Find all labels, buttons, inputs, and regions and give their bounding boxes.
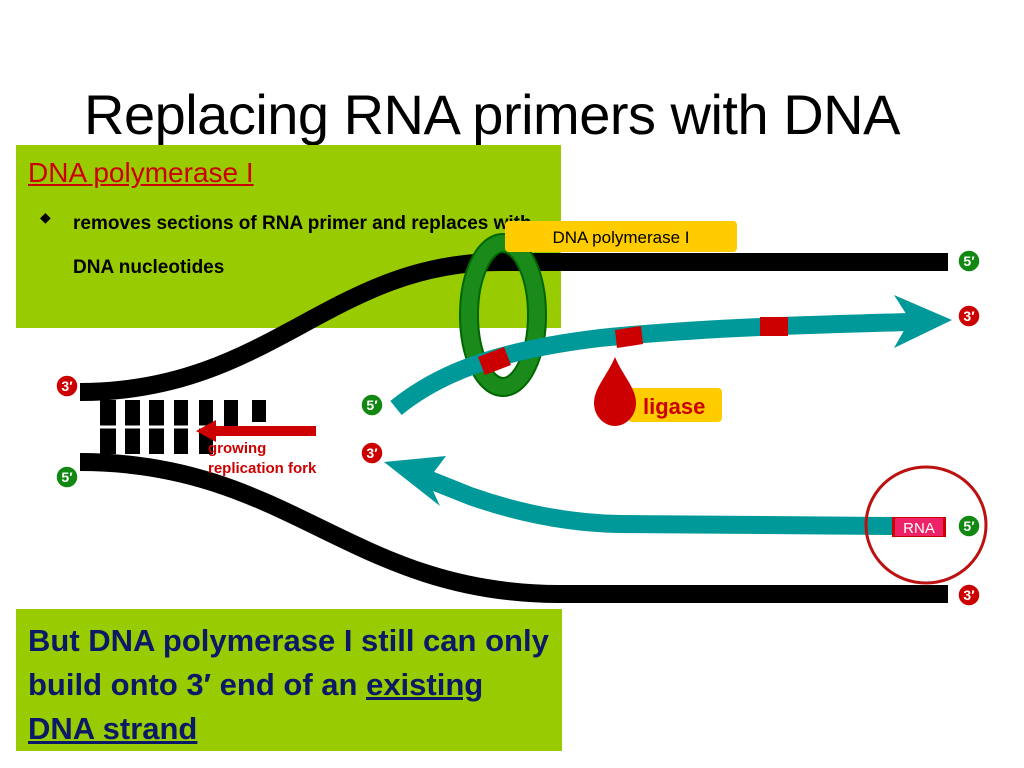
slide-title: Replacing RNA primers with DNA — [84, 83, 900, 146]
conclusion-text-underlined: existing DNA strand — [28, 667, 484, 746]
leading-new-strand — [390, 313, 911, 415]
end-label-left-top: 3′ — [61, 378, 73, 394]
ligase-label: ligase — [643, 394, 705, 419]
polymerase-bullet-text: removes sections of RNA primer and repla… — [73, 213, 532, 278]
rna-label: RNA — [903, 520, 935, 537]
end-label-bottom-strand-right: 3′ — [963, 587, 975, 603]
parental-top-strand — [79, 253, 948, 401]
rna-highlight-circle — [864, 465, 988, 585]
end-badge-leading-left — [360, 393, 384, 417]
end-badge-top-strand-right — [957, 249, 981, 273]
end-label-lagging-left: 3′ — [366, 445, 378, 461]
end-label-leading-left: 5′ — [366, 397, 378, 413]
end-badge-left-top — [55, 374, 79, 398]
primer-segments — [478, 317, 788, 375]
end-badge-leading-right — [957, 304, 981, 328]
polymerase-info-box: DNA polymerase I ◆ removes sections of R… — [16, 145, 561, 328]
end-label-lagging-right: 5′ — [963, 518, 975, 534]
end-badge-left-bottom — [55, 465, 79, 489]
end-label-top-strand-right: 5′ — [963, 253, 975, 269]
lagging-new-strand — [416, 467, 896, 535]
leading-strand-arrowhead — [894, 295, 952, 348]
fork-label-line1: growing — [208, 440, 266, 457]
diamond-bullet-icon: ◆ — [40, 209, 51, 225]
end-badge-lagging-left — [360, 441, 384, 465]
lagging-strand-arrowhead — [384, 456, 446, 506]
enzyme-label: DNA polymerase I — [553, 228, 690, 247]
growth-direction-arrow — [196, 420, 316, 442]
end-badge-lagging-right — [957, 514, 981, 538]
conclusion-text: But DNA polymerase I still can only buil… — [28, 619, 558, 751]
polymerase-heading: DNA polymerase I — [28, 157, 254, 188]
end-badge-bottom-strand-right — [957, 583, 981, 607]
end-label-left-bottom: 5′ — [61, 469, 73, 485]
end-label-leading-right: 3′ — [963, 308, 975, 324]
conclusion-text-main: But DNA polymerase I still can only buil… — [28, 623, 549, 702]
parental-bottom-strand — [79, 453, 948, 603]
enzyme-label-box — [505, 221, 737, 252]
ligase-drop-icon — [594, 357, 636, 426]
ligase-label-box — [628, 388, 722, 422]
conclusion-box: But DNA polymerase I still can only buil… — [16, 609, 562, 751]
fork-label-line2: replication fork — [208, 460, 317, 477]
